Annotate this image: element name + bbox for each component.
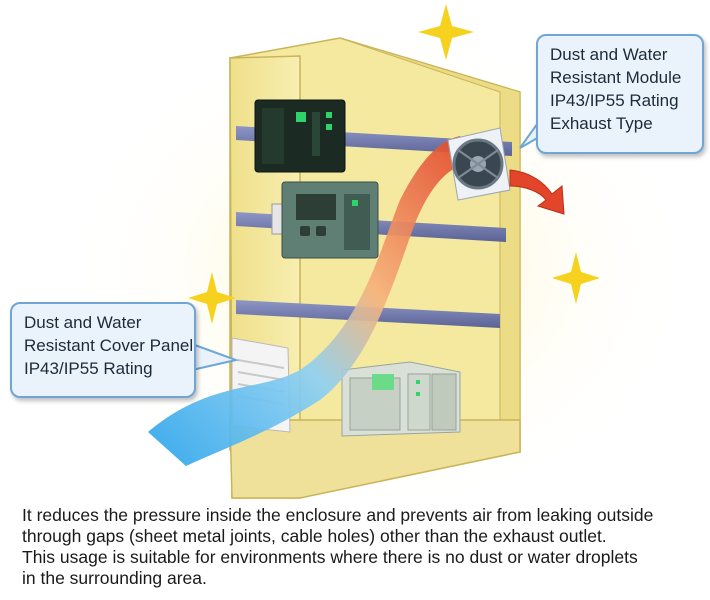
airflow-stream (148, 136, 466, 466)
description-line: in the surrounding area. (22, 568, 207, 588)
callout-line: IP43/IP55 Rating (550, 91, 679, 110)
controller-module (271, 181, 379, 259)
sparkle-icon (552, 252, 600, 304)
control-module-top (254, 99, 346, 173)
callout-line: Exhaust Type (550, 114, 653, 133)
callout-line: Dust and Water (550, 45, 668, 64)
sparkle-icon (188, 272, 236, 324)
description-line: It reduces the pressure inside the enclo… (22, 505, 654, 525)
description-text: It reduces the pressure inside the enclo… (22, 505, 702, 589)
exhaust-arrow (509, 169, 565, 215)
callout-line: Resistant Module (550, 68, 682, 87)
plc-module (341, 361, 461, 437)
callout-exhaust-module: Dust and Water Resistant Module IP43/IP5… (536, 34, 704, 154)
description-line: through gaps (sheet metal joints, cable … (22, 526, 607, 546)
description-line: This usage is suitable for environments … (22, 547, 638, 567)
exhaust-fan-module (447, 127, 511, 201)
callout-line: Resistant Cover Panel (24, 336, 194, 355)
callout-cover-panel: Dust and Water Resistant Cover Panel IP4… (10, 302, 196, 398)
callout-line: Dust and Water (24, 313, 142, 332)
sparkle-icon (418, 4, 474, 60)
cabinet-floor (229, 419, 521, 499)
callout-line: IP43/IP55 Rating (24, 359, 153, 378)
